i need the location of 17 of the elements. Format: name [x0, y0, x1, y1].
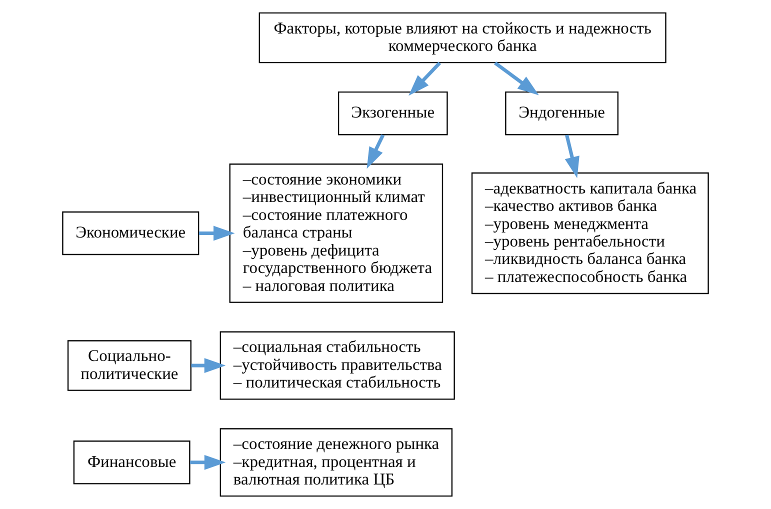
node-box: Экзогенные — [338, 92, 448, 136]
arrow — [408, 62, 442, 96]
node-box: Социально-политические — [67, 340, 192, 391]
node-box: Факторы, которые влияют на стойкость и надежность коммерческого банка — [258, 12, 666, 64]
arrow — [494, 61, 539, 96]
node-box: –состояние экономики –инвестиционный климат –состояние платежного баланса страны –уровень дефицита государственного бюджета – налоговая политика — [229, 164, 444, 303]
node-box: –социальная стабильность –устойчивость правительства – политическая стабильность — [220, 331, 455, 400]
arrow — [366, 134, 385, 169]
node-box: –адекватность капитала банка –качество активов банка –уровень менеджмента –уровень рентабельности –ликвидность баланса банка – платежеспособность банка — [471, 172, 709, 294]
node-box: Эндогенные — [505, 92, 618, 136]
arrow — [190, 454, 226, 470]
node-box: Финансовые — [73, 440, 190, 484]
arrow — [191, 358, 226, 373]
arrow — [564, 134, 580, 178]
node-box: Экономические — [62, 211, 200, 256]
node-box: –состояние денежного рынка –кредитная, процентная и валютная политика ЦБ — [220, 428, 453, 497]
arrow — [198, 226, 235, 241]
